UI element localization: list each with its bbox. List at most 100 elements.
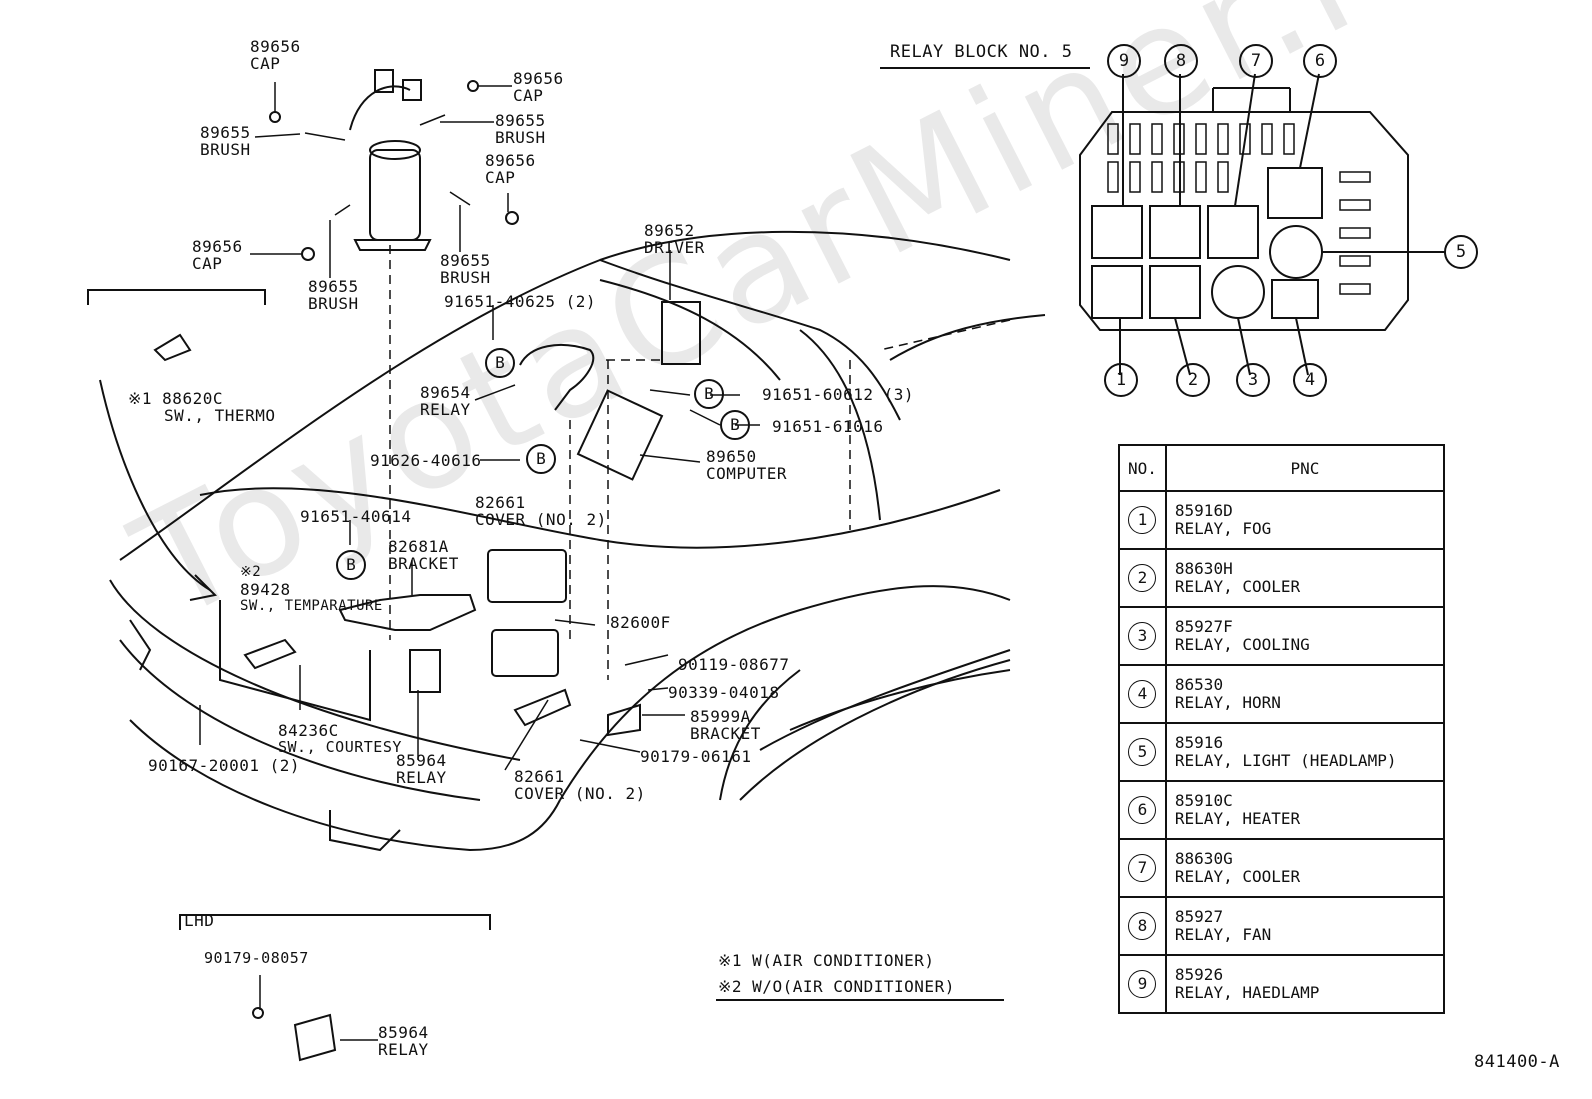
pnc-code: 86530 [1174,675,1224,694]
side-line-2 [759,649,1011,751]
label-bolt-08677: 90119-08677 [678,655,790,674]
row-number-cell: 2 [1118,548,1167,608]
callout-b: B [485,348,515,378]
relay-slot-6: 6 [1303,44,1337,78]
callout-b: B [526,444,556,474]
relay-slot-8: 8 [1164,44,1198,78]
row-number-cell: 6 [1118,780,1167,840]
pnc-description: RELAY, HEATER [1174,809,1301,828]
label-82600f: 82600F [610,613,671,632]
row-number: 7 [1128,854,1157,882]
figure-number: 841400-A [1474,1052,1560,1072]
label-bolt-08057: 90179-08057 [204,949,309,967]
label-bolt-04018: 90339-04018 [668,683,780,702]
fender-right [799,329,881,521]
pnc-code: 88630G [1174,849,1233,868]
front-right-body [559,585,1011,801]
row-number-cell: 4 [1118,664,1167,724]
cowl-line [599,279,781,381]
relay-slot-9: 9 [1107,44,1141,78]
row-number: 6 [1128,796,1157,824]
label-bolt-40625: 91651-40625 (2) [444,292,596,311]
label-lhd: LHD [184,911,215,930]
label-bolt-40614: 91651-40614 [300,507,412,526]
table-header-no: NO. [1118,444,1167,492]
leader-lines [199,82,760,1041]
relay-slot-7: 7 [1239,44,1273,78]
pnc-code: 85927 [1174,907,1224,926]
fender-line [599,259,901,421]
row-number-cell: 8 [1118,896,1167,956]
row-number: 9 [1128,970,1157,998]
brush-parts [304,114,471,216]
row-number: 1 [1128,506,1157,534]
side-line-3 [789,669,1011,731]
relay-slot-1: 1 [1104,363,1138,397]
pnc-description: RELAY, COOLING [1174,635,1310,654]
label-bolt-40616: 91626-40616 [370,451,482,470]
pnc-code: 85927F [1174,617,1233,636]
pnc-code: 88630H [1174,559,1233,578]
row-number: 8 [1128,912,1157,940]
thermo-arrow [99,379,211,591]
pnc-code: 85916 [1174,733,1224,752]
grille-notch [329,810,401,852]
pnc-description: RELAY, FOG [1174,519,1272,538]
component-sketches [153,301,701,1062]
note-1: ※1 W(AIR CONDITIONER) [718,951,935,970]
relay-slot-5: 5 [1444,235,1478,269]
headlamp-left [129,619,152,671]
callout-b: B [720,410,750,440]
engine-bay-left [219,600,371,722]
pnc-code: 85910C [1174,791,1233,810]
table-header-pnc: PNC [1164,444,1446,492]
cap-parts [269,80,519,261]
relay-slot-2: 2 [1176,363,1210,397]
relay-block-housing [1079,111,1409,331]
pnc-description: RELAY, COOLER [1174,577,1301,596]
row-number: 2 [1128,564,1157,592]
relay-slot-4: 4 [1293,363,1327,397]
row-number: 5 [1128,738,1157,766]
bumper-top [109,579,521,761]
callout-b: B [694,379,724,409]
pnc-description: RELAY, COOLER [1174,867,1301,886]
pnc-description: RELAY, FAN [1174,925,1272,944]
pnc-code: 85916D [1174,501,1233,520]
windshield-line [889,314,1046,361]
wheel-arch [719,669,801,801]
label-bolt-06161: 90179-06161 [640,747,752,766]
label-bolt-20001: 90167-20001 (2) [148,756,300,775]
row-number-cell: 5 [1118,722,1167,782]
callout-b: B [336,550,366,580]
